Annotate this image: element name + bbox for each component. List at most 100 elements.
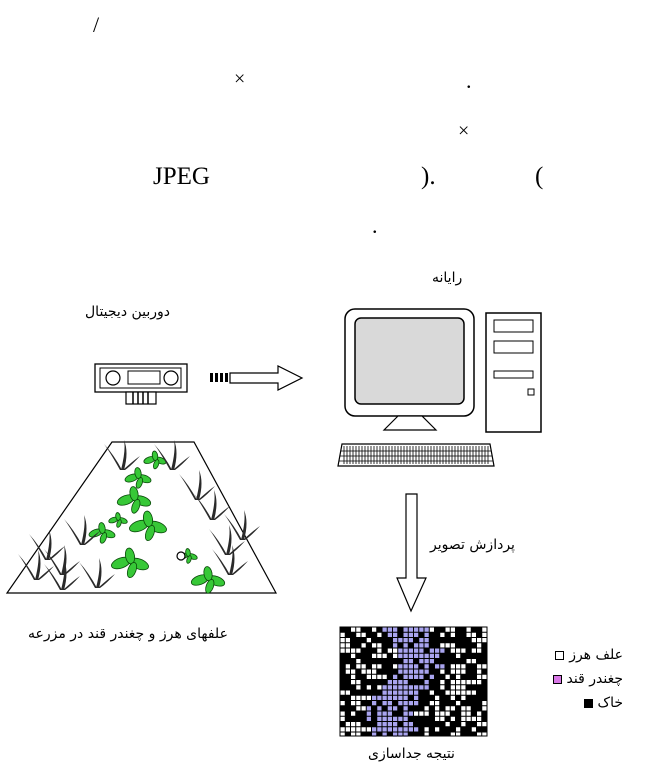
segmentation-cell	[435, 695, 440, 700]
weed-blade	[194, 494, 212, 520]
segmentation-cell	[387, 627, 392, 632]
weed-blade	[231, 561, 248, 575]
computer-label: رایانه	[432, 270, 463, 286]
segmentation-cell	[419, 674, 424, 679]
segmentation-cell	[414, 664, 419, 669]
segmentation-result-image	[339, 626, 488, 737]
segmentation-cell	[471, 716, 476, 721]
segmentation-cell	[408, 632, 413, 637]
segmentation-cell	[471, 727, 476, 732]
segmentation-cell	[393, 732, 398, 737]
legend-label: چغندر قند	[566, 671, 623, 687]
segmentation-cell	[408, 701, 413, 706]
segmentation-cell	[419, 653, 424, 658]
segmentation-cell	[351, 727, 356, 732]
segmentation-cell	[361, 664, 366, 669]
segmentation-cell	[403, 674, 408, 679]
segmentation-cell	[351, 711, 356, 716]
segmentation-cell	[382, 674, 387, 679]
segmentation-cell	[377, 685, 382, 690]
segmentation-cell	[356, 695, 361, 700]
segmentation-cell	[456, 732, 461, 737]
segmentation-cell	[398, 695, 403, 700]
segmentation-cell	[419, 669, 424, 674]
segmentation-cell	[398, 690, 403, 695]
segmentation-cell	[408, 638, 413, 643]
segmentation-cell	[387, 632, 392, 637]
segmentation-cell	[387, 711, 392, 716]
segmentation-cell	[356, 701, 361, 706]
segmentation-cell	[340, 648, 345, 653]
weed-blade	[63, 561, 80, 575]
segmentation-cell	[450, 706, 455, 711]
segmentation-cell	[382, 711, 387, 716]
segmentation-cell	[450, 664, 455, 669]
segmentation-cell	[414, 690, 419, 695]
segmentation-cell	[387, 695, 392, 700]
segmentation-cell	[351, 732, 356, 737]
segmentation-cell	[372, 732, 377, 737]
segmentation-cell	[377, 643, 382, 648]
segmentation-cell	[424, 638, 429, 643]
segmentation-cell	[356, 722, 361, 727]
segmentation-cell	[398, 727, 403, 732]
segmentation-cell	[408, 627, 413, 632]
weed-blade	[173, 456, 190, 470]
segmentation-cell	[393, 627, 398, 632]
segmentation-cell	[372, 643, 377, 648]
weed-blade	[121, 440, 127, 470]
segmentation-cell	[398, 638, 403, 643]
segmentation-cell	[445, 690, 450, 695]
weed-blade	[46, 530, 52, 560]
segmentation-cell	[414, 669, 419, 674]
weed-blade	[83, 531, 100, 545]
segmentation-cell	[351, 648, 356, 653]
segmentation-cell	[435, 706, 440, 711]
segmentation-cell	[408, 690, 413, 695]
segmentation-cell	[393, 632, 398, 637]
weed-ring	[176, 551, 186, 561]
sugarbeet-swatch	[552, 674, 562, 684]
segmentation-cell	[477, 674, 482, 679]
segmentation-cell	[403, 701, 408, 706]
segmentation-cell	[366, 669, 371, 674]
segmentation-cell	[377, 648, 382, 653]
weed-blade	[35, 550, 41, 580]
segmentation-cell	[419, 643, 424, 648]
segmentation-cell	[419, 659, 424, 664]
segmentation-cell	[393, 680, 398, 685]
segmentation-cell	[398, 701, 403, 706]
segmentation-cell	[466, 716, 471, 721]
camera-label: دوربین دیجیتال	[85, 304, 171, 320]
segmentation-cell	[387, 706, 392, 711]
segmentation-cell	[450, 685, 455, 690]
paren-open-text: (	[535, 163, 544, 190]
sugarbeet-leaf	[116, 519, 122, 528]
dot-text: .	[372, 213, 378, 238]
segmentation-cell	[435, 664, 440, 669]
segmentation-cell	[345, 727, 350, 732]
segmentation-cell	[461, 680, 466, 685]
legend-item-sugarbeet: چغندر قند	[513, 667, 623, 691]
weed-blade	[61, 560, 67, 590]
segmentation-cell	[440, 669, 445, 674]
segmentation-cell	[382, 722, 387, 727]
segmentation-cell	[366, 674, 371, 679]
segmentation-cell	[351, 680, 356, 685]
weed-blade	[154, 444, 172, 470]
segmentation-cell	[398, 685, 403, 690]
segmentation-cell	[393, 695, 398, 700]
segmentation-cell	[393, 690, 398, 695]
times-symbol: ×	[234, 68, 246, 90]
sugarbeet-leaf	[135, 477, 144, 489]
segmentation-cell	[393, 648, 398, 653]
segmentation-cell	[414, 727, 419, 732]
segmentation-cell	[466, 711, 471, 716]
segmentation-cell	[403, 732, 408, 737]
segmentation-cell	[429, 690, 434, 695]
segmentation-cell	[471, 659, 476, 664]
segmentation-cell	[440, 685, 445, 690]
weed-blade	[48, 546, 65, 560]
segmentation-cell	[387, 648, 392, 653]
segmentation-cell	[450, 632, 455, 637]
